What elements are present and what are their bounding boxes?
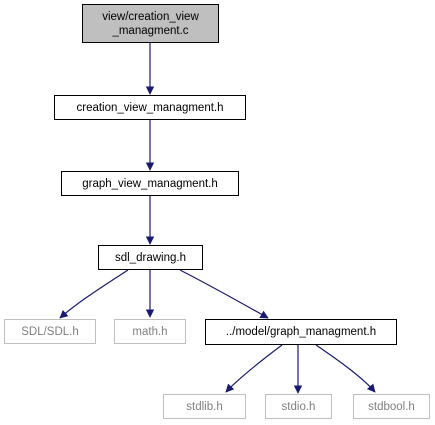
node-root-line1: view/creation_view bbox=[102, 10, 199, 23]
node-root-line2: _managment.c bbox=[112, 24, 189, 37]
edge-graph-managment-to-stdlib bbox=[225, 344, 283, 393]
node-root-file[interactable]: view/creation_view _managment.c bbox=[82, 4, 219, 43]
edge-graph-managment-to-stdbool bbox=[315, 344, 376, 393]
edge-sdl-drawing-to-graph-managment bbox=[179, 269, 269, 319]
node-sdl-h: SDL/SDL.h bbox=[4, 319, 96, 344]
node-math-h: math.h bbox=[114, 319, 186, 344]
node-stdbool-h: stdbool.h bbox=[353, 394, 430, 419]
node-stdlib-h: stdlib.h bbox=[163, 394, 246, 419]
node-graph-view-managment-h[interactable]: graph_view_managment.h bbox=[61, 171, 239, 196]
edge-sdl-drawing-to-sdl bbox=[59, 269, 129, 319]
node-stdio-h: stdio.h bbox=[265, 394, 332, 419]
node-graph-managment-h[interactable]: ../model/graph_managment.h bbox=[205, 319, 397, 345]
node-creation-view-managment-h[interactable]: creation_view_managment.h bbox=[54, 95, 246, 120]
node-sdl-drawing-h[interactable]: sdl_drawing.h bbox=[98, 245, 203, 270]
